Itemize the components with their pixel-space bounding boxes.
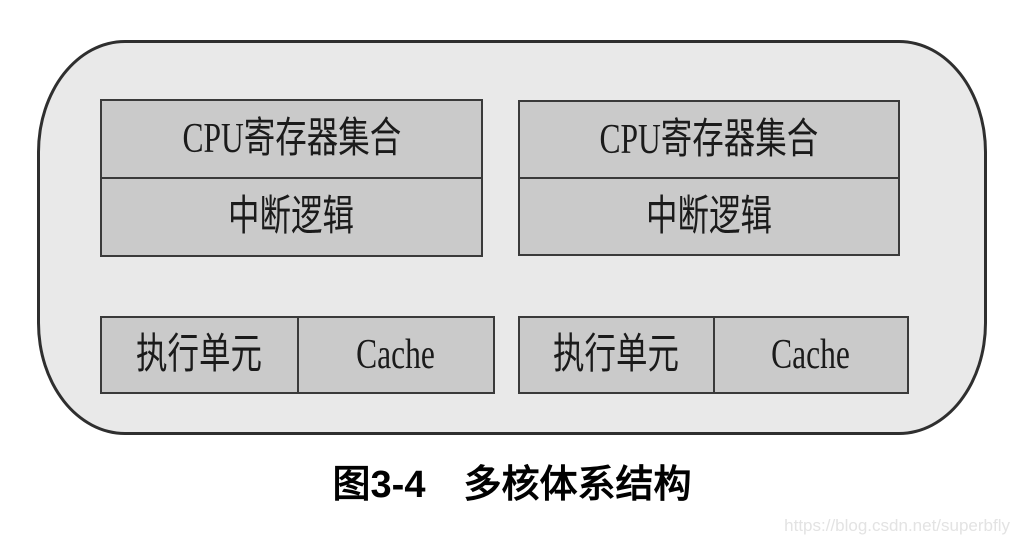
register-interrupt-box-1: CPU寄存器集合 中断逻辑 [100,99,483,257]
interrupt-logic-label-1: 中断逻辑 [228,194,355,240]
exec-cache-box-2: 执行单元 Cache [518,316,909,394]
exec-cache-box-1: 执行单元 Cache [100,316,495,394]
interrupt-logic-box-1: 中断逻辑 [102,179,481,255]
execution-unit-box-1: 执行单元 [102,318,299,392]
core-block-2: CPU寄存器集合 中断逻辑 执行单元 Cache [518,99,909,395]
cache-label-2: Cache [771,332,851,378]
cache-label-1: Cache [356,332,436,378]
interrupt-logic-box-2: 中断逻辑 [520,179,898,254]
core-block-1: CPU寄存器集合 中断逻辑 执行单元 Cache [100,99,495,395]
watermark: https://blog.csdn.net/superbfly [784,516,1010,535]
cpu-register-label-2: CPU寄存器集合 [599,116,819,163]
figure-caption: 图3-4 多核体系结构 [332,464,692,506]
interrupt-logic-label-2: 中断逻辑 [645,193,772,240]
cache-box-2: Cache [715,318,908,392]
cpu-register-box-2: CPU寄存器集合 [520,102,898,179]
chip-body: CPU寄存器集合 中断逻辑 执行单元 Cache CPU寄存器集合 [37,40,987,435]
execution-unit-box-2: 执行单元 [520,318,715,392]
execution-unit-label-1: 执行单元 [136,332,263,378]
execution-unit-label-2: 执行单元 [553,332,680,378]
cpu-register-box-1: CPU寄存器集合 [102,101,481,179]
cpu-register-label-1: CPU寄存器集合 [182,116,401,162]
cache-box-1: Cache [299,318,494,392]
register-interrupt-box-2: CPU寄存器集合 中断逻辑 [518,100,900,256]
